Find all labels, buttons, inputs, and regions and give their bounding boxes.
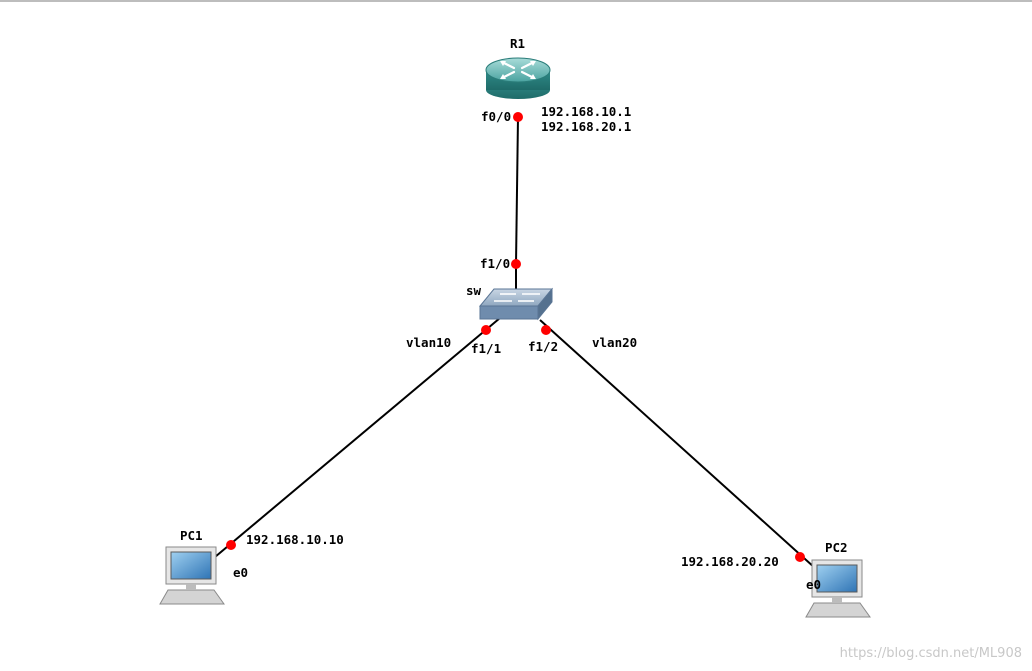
port-dot-r1-f0-0[interactable]	[513, 112, 523, 122]
ip-label-r1-1: 192.168.10.1	[541, 104, 631, 119]
link-sw-pc2[interactable]	[539, 319, 816, 569]
link-r1-sw[interactable]	[515, 116, 519, 265]
pc-icon[interactable]	[159, 546, 225, 605]
port-label-sw-f1-1: f1/1	[471, 341, 501, 356]
port-label-sw-f1-0: f1/0	[480, 256, 510, 271]
router-icon[interactable]	[485, 57, 551, 99]
watermark-text: https://blog.csdn.net/ML908	[839, 646, 1022, 661]
pc1-label: PC1	[180, 528, 203, 543]
port-dot-sw-f1-2[interactable]	[541, 325, 551, 335]
switch-label: sw	[466, 283, 482, 298]
link-sw-pc1[interactable]	[214, 317, 501, 558]
pc2-label: PC2	[825, 540, 848, 555]
port-dot-pc2-e0[interactable]	[795, 552, 805, 562]
port-dot-pc1-e0[interactable]	[226, 540, 236, 550]
ip-label-r1-2: 192.168.20.1	[541, 119, 631, 134]
port-dot-sw-f1-1[interactable]	[481, 325, 491, 335]
port-label-sw-f1-2: f1/2	[528, 339, 558, 354]
ip-label-pc1: 192.168.10.10	[246, 532, 344, 547]
port-label-pc1-e0: e0	[233, 565, 248, 580]
ip-label-pc2: 192.168.20.20	[681, 554, 779, 569]
pc-icon[interactable]	[805, 559, 871, 618]
switch-icon[interactable]	[478, 287, 554, 321]
vlan-label-20: vlan20	[592, 335, 637, 350]
top-border	[0, 0, 1032, 2]
port-label-pc2-e0: e0	[806, 577, 821, 592]
router-label: R1	[510, 36, 525, 51]
vlan-label-10: vlan10	[406, 335, 451, 350]
port-label-r1-f0-0: f0/0	[481, 109, 511, 124]
port-dot-sw-f1-0[interactable]	[511, 259, 521, 269]
